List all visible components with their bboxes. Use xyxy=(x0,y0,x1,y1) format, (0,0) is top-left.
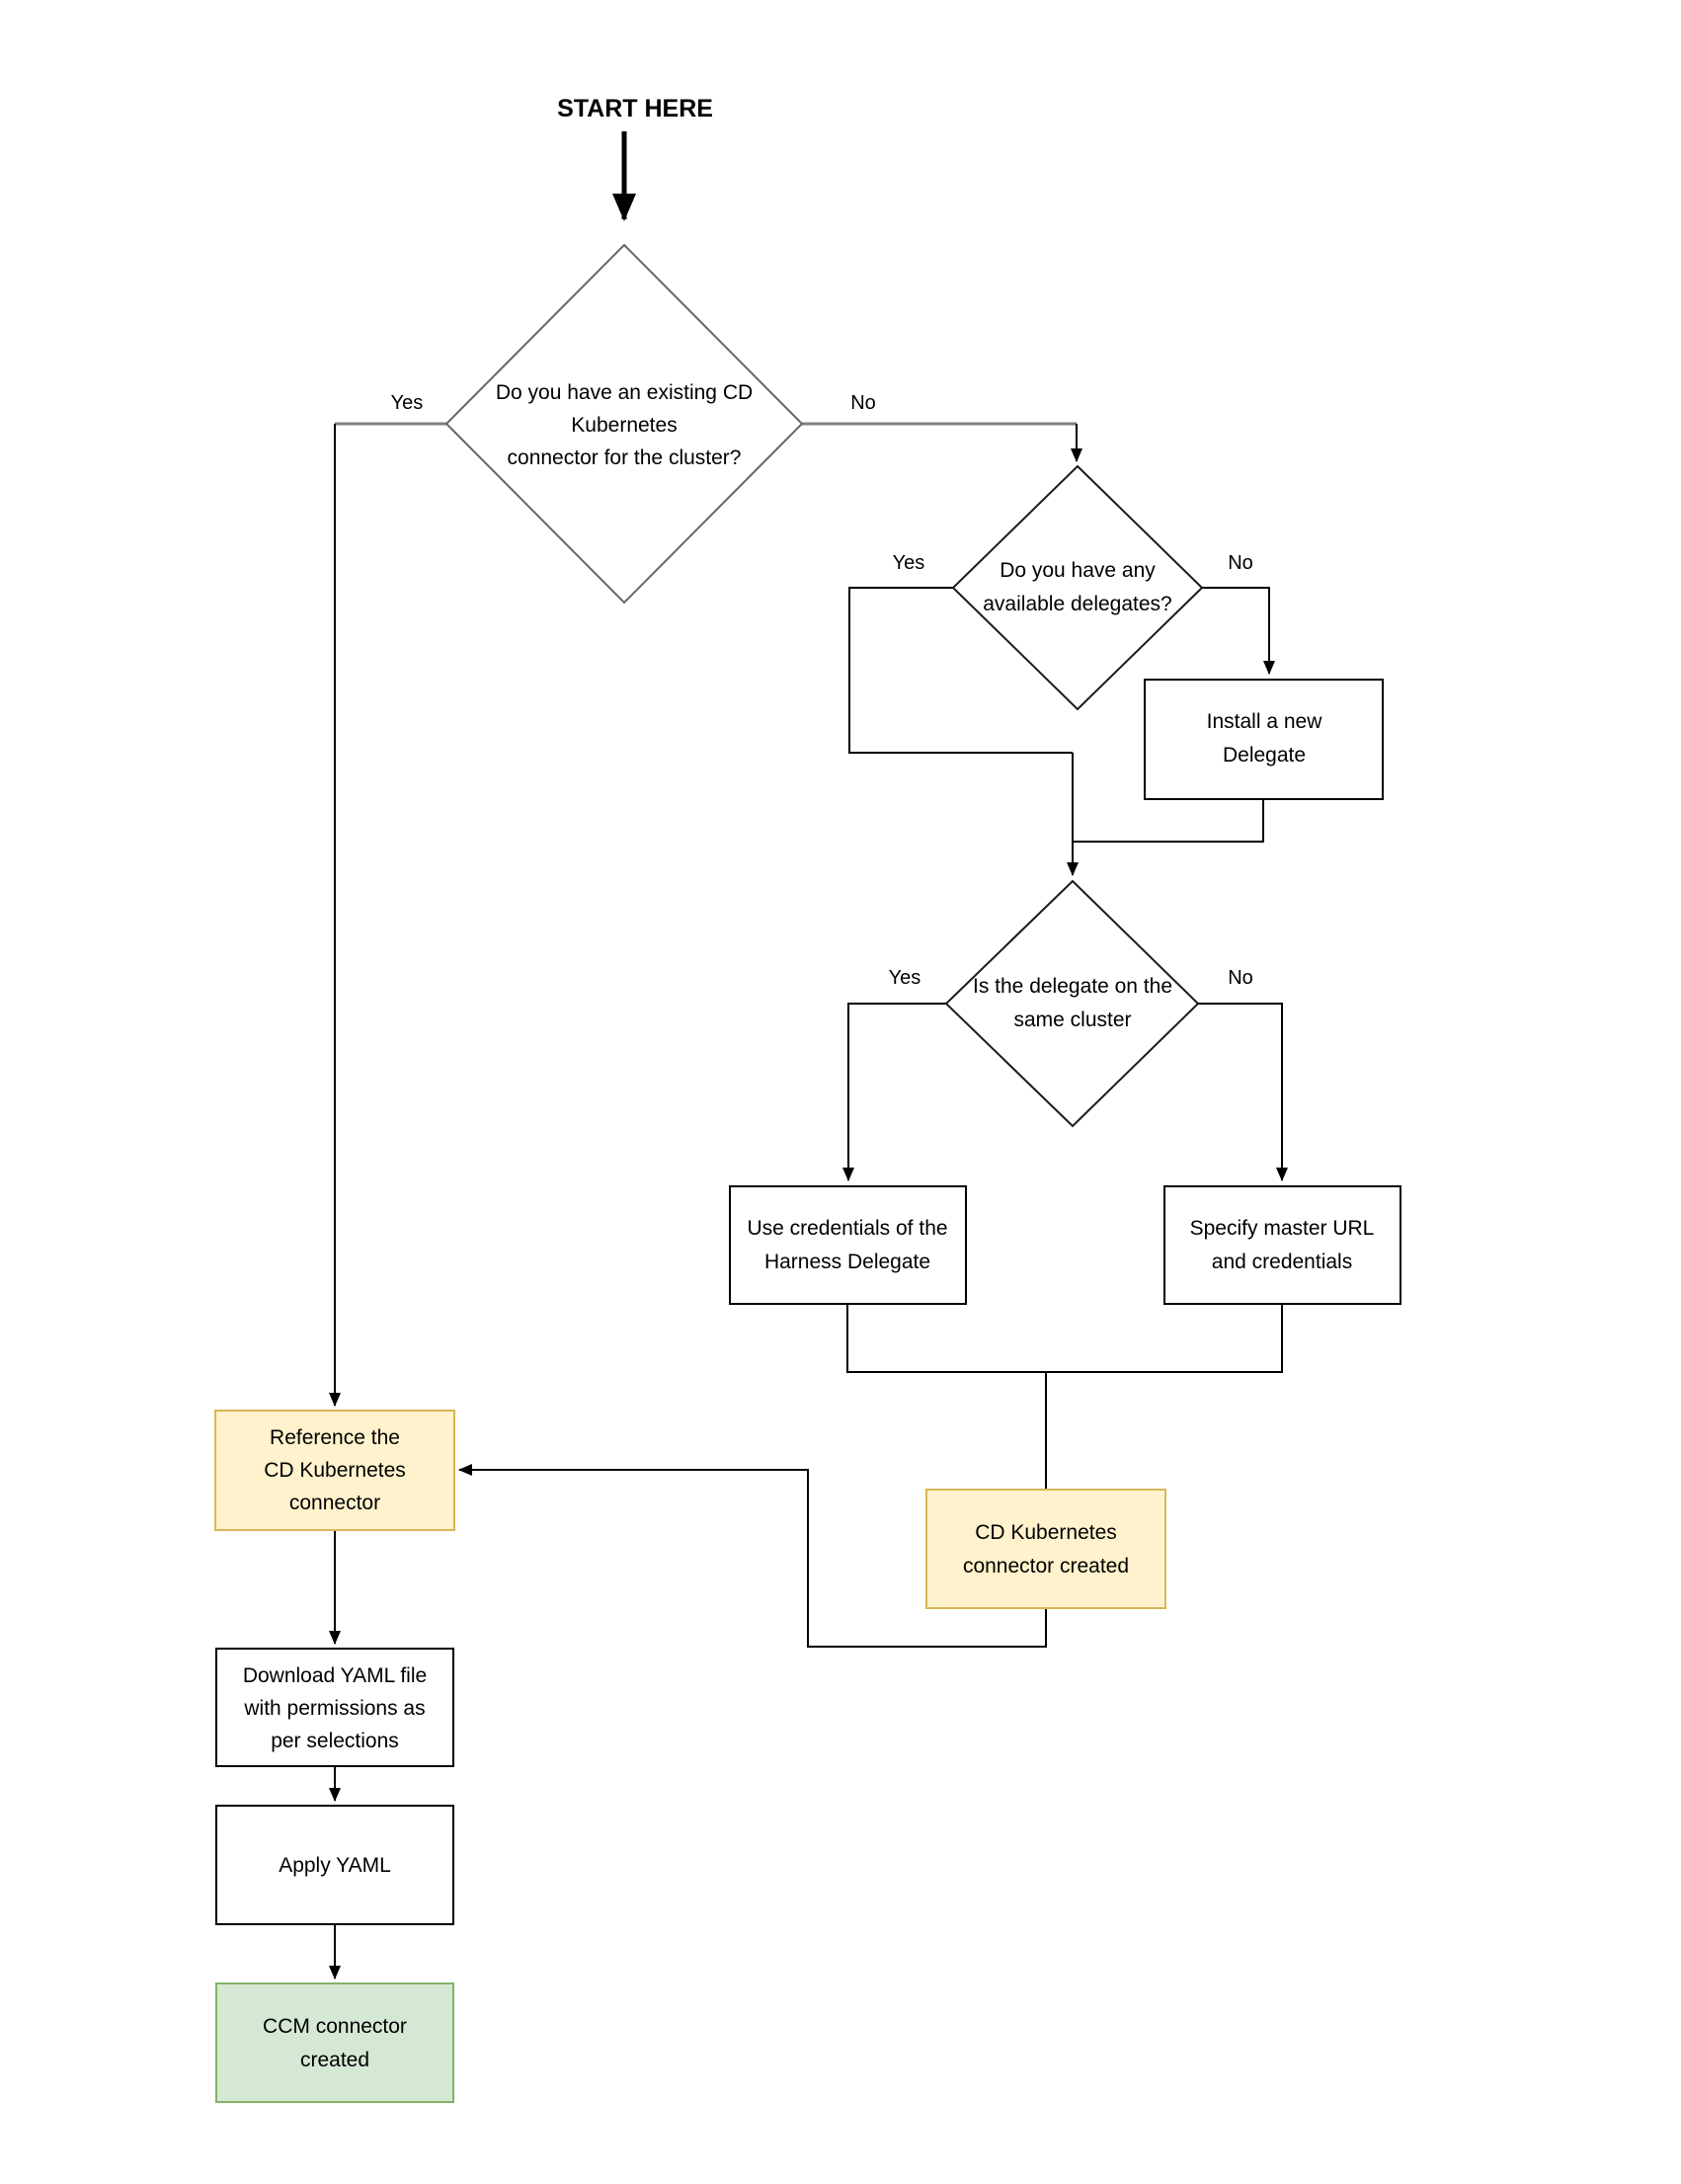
node-download-yaml: Download YAML file with permissions as p… xyxy=(215,1648,454,1767)
decision-same-cluster-line1: Is the delegate on the xyxy=(973,975,1172,998)
install-delegate-box xyxy=(1144,679,1384,800)
apply-yaml-box xyxy=(215,1805,454,1925)
ccm-connector-created-line2: created xyxy=(300,2049,369,2071)
decision-existing-connector-line2: Kubernetes xyxy=(571,414,677,437)
use-credentials-line1: Use credentials of the xyxy=(747,1217,947,1240)
diagram-title: START HERE xyxy=(557,95,713,122)
node-cd-connector-created: CD Kubernetes connector created xyxy=(925,1489,1166,1609)
install-delegate-line2: Delegate xyxy=(1223,744,1306,767)
decision-existing-connector-line3: connector for the cluster? xyxy=(508,446,742,469)
decision-same-cluster-line2: same cluster xyxy=(1013,1009,1131,1031)
label-d3-no: No xyxy=(1228,967,1253,989)
ccm-connector-created-box xyxy=(215,1982,454,2103)
node-specify-master-url: Specify master URL and credentials xyxy=(1163,1185,1401,1305)
edge-d2-yes xyxy=(848,587,1073,754)
use-credentials-box xyxy=(729,1185,967,1305)
node-decision-existing-connector: Do you have an existing CD Kubernetes co… xyxy=(444,243,804,605)
decision-available-delegates-line1: Do you have any xyxy=(1000,559,1156,582)
node-decision-same-cluster: Is the delegate on the same cluster xyxy=(944,879,1200,1128)
use-credentials-line2: Harness Delegate xyxy=(764,1251,930,1273)
decision-existing-connector-shape xyxy=(444,243,804,605)
node-install-delegate: Install a new Delegate xyxy=(1144,679,1384,800)
download-yaml-line1: Download YAML file xyxy=(243,1664,427,1687)
label-d2-yes: Yes xyxy=(893,552,925,574)
reference-connector-line1: Reference the xyxy=(270,1426,400,1449)
download-yaml-line2: with permissions as xyxy=(243,1697,425,1720)
edge-d3-no xyxy=(1198,1003,1288,1181)
specify-master-url-line1: Specify master URL xyxy=(1190,1217,1375,1240)
decision-same-cluster-shape xyxy=(944,879,1200,1128)
decision-available-delegates-shape xyxy=(951,464,1204,711)
download-yaml-box xyxy=(215,1648,454,1767)
node-decision-available-delegates: Do you have any available delegates? xyxy=(951,464,1204,711)
edge-cd-created-to-reference xyxy=(458,1464,1047,1648)
cd-connector-created-box xyxy=(925,1489,1166,1609)
download-yaml-line3: per selections xyxy=(271,1730,399,1752)
edge-d3-yes xyxy=(842,1003,946,1181)
label-d3-yes: Yes xyxy=(889,967,921,989)
specify-master-url-line2: and credentials xyxy=(1212,1251,1352,1273)
label-d1-yes: Yes xyxy=(391,392,424,414)
reference-connector-line3: connector xyxy=(289,1492,380,1514)
label-d2-no: No xyxy=(1228,552,1253,574)
edge-d2-no xyxy=(1202,587,1275,675)
label-d1-no: No xyxy=(850,392,876,414)
install-delegate-line1: Install a new xyxy=(1207,710,1323,733)
node-reference-connector: Reference the CD Kubernetes connector xyxy=(214,1410,455,1531)
cd-connector-created-line2: connector created xyxy=(963,1555,1129,1577)
edge-use-credentials-out xyxy=(846,1304,1046,1373)
decision-existing-connector-line1: Do you have an existing CD xyxy=(496,381,753,404)
reference-connector-line2: CD Kubernetes xyxy=(264,1459,406,1482)
node-ccm-connector-created: CCM connector created xyxy=(215,1982,454,2103)
cd-connector-created-line1: CD Kubernetes xyxy=(975,1521,1117,1544)
node-apply-yaml: Apply YAML xyxy=(215,1805,454,1925)
node-use-credentials: Use credentials of the Harness Delegate xyxy=(729,1185,967,1305)
ccm-connector-created-line1: CCM connector xyxy=(263,2015,407,2038)
decision-available-delegates-line2: available delegates? xyxy=(983,593,1171,615)
edge-install-out xyxy=(1073,799,1264,843)
apply-yaml-line1: Apply YAML xyxy=(279,1854,391,1877)
reference-connector-box xyxy=(214,1410,455,1531)
edge-specify-out xyxy=(1046,1304,1283,1373)
specify-master-url-box xyxy=(1163,1185,1401,1305)
